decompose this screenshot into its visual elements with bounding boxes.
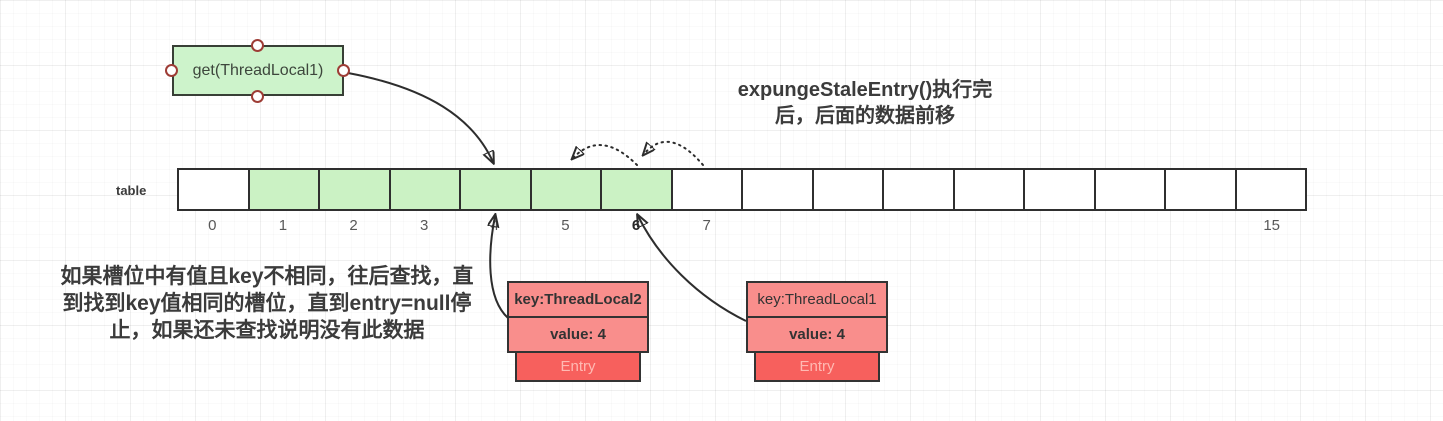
table-label: table xyxy=(116,183,147,198)
table-cell-7[interactable] xyxy=(672,170,743,209)
index-label-8 xyxy=(742,217,813,234)
index-label-13 xyxy=(1095,217,1166,234)
table-cell-9[interactable] xyxy=(813,170,884,209)
get-threadlocal1-box[interactable]: get(ThreadLocal1) xyxy=(172,45,344,96)
index-label-14 xyxy=(1166,217,1237,234)
entry1-value-row[interactable]: value: 4 xyxy=(746,316,888,353)
table-cell-12[interactable] xyxy=(1025,170,1096,209)
entry1-entry-row[interactable]: Entry xyxy=(754,351,880,382)
index-label-2: 2 xyxy=(349,217,358,234)
entry2-key-row[interactable]: key:ThreadLocal2 xyxy=(507,281,649,318)
diagram-title: expungeStaleEntry()执行完 后，后面的数据前移 xyxy=(695,77,1035,129)
index-label-6: 6 xyxy=(631,217,641,234)
note-line-2: 到找到key值相同的槽位，直到entry=null停 xyxy=(62,292,472,315)
arrow-shift-slot7-to-slot6 xyxy=(644,140,704,166)
entry-box-threadlocal2[interactable]: key:ThreadLocal2 value: 4 Entry xyxy=(507,281,649,382)
table-cell-6[interactable] xyxy=(602,170,673,209)
table-indices: 0 1 2 3 4 5 6 7 15 xyxy=(177,217,1307,234)
table-cell-1[interactable] xyxy=(249,170,320,209)
table-cell-15[interactable] xyxy=(1236,170,1305,209)
entry2-entry-row[interactable]: Entry xyxy=(515,351,641,382)
connection-handle-bottom-icon[interactable] xyxy=(251,90,264,103)
table-cell-3[interactable] xyxy=(390,170,461,209)
note-text: 如果槽位中有值且key不相同，往后查找，直 到找到key值相同的槽位，直到ent… xyxy=(38,263,496,344)
table-cell-5[interactable] xyxy=(531,170,602,209)
index-label-3: 3 xyxy=(420,217,429,234)
table-cell-11[interactable] xyxy=(954,170,1025,209)
title-line-2: 后，后面的数据前移 xyxy=(775,105,955,127)
connection-handle-left-icon[interactable] xyxy=(165,64,178,77)
note-line-3: 止，如果还未查找说明没有此数据 xyxy=(109,319,425,342)
get-threadlocal1-label: get(ThreadLocal1) xyxy=(192,61,324,79)
entry-box-threadlocal1[interactable]: key:ThreadLocal1 value: 4 Entry xyxy=(746,281,888,382)
index-label-4: 4 xyxy=(490,217,499,234)
table-cell-14[interactable] xyxy=(1166,170,1237,209)
entry1-key-row[interactable]: key:ThreadLocal1 xyxy=(746,281,888,318)
table-cell-4[interactable] xyxy=(461,170,532,209)
arrow-get-to-slot4 xyxy=(347,72,493,162)
connection-handle-top-icon[interactable] xyxy=(251,39,264,52)
entry2-value-row[interactable]: value: 4 xyxy=(507,316,649,353)
table-cell-8[interactable] xyxy=(743,170,814,209)
note-line-1: 如果槽位中有值且key不相同，往后查找，直 xyxy=(60,265,474,288)
arrow-shift-slot6-to-slot5 xyxy=(573,144,638,166)
index-label-7: 7 xyxy=(702,217,711,234)
index-label-10 xyxy=(883,217,954,234)
title-line-1: expungeStaleEntry()执行完 xyxy=(737,79,993,101)
index-label-0: 0 xyxy=(208,217,217,234)
index-label-9 xyxy=(813,217,884,234)
index-label-11 xyxy=(954,217,1025,234)
index-label-12 xyxy=(1025,217,1096,234)
table-array xyxy=(177,168,1307,211)
index-label-5: 5 xyxy=(561,217,570,234)
index-label-1: 1 xyxy=(278,217,288,234)
connection-handle-right-icon[interactable] xyxy=(337,64,350,77)
table-cell-10[interactable] xyxy=(884,170,955,209)
index-label-15: 15 xyxy=(1263,217,1281,234)
table-cell-13[interactable] xyxy=(1095,170,1166,209)
table-cell-2[interactable] xyxy=(320,170,391,209)
table-cell-0[interactable] xyxy=(179,170,250,209)
